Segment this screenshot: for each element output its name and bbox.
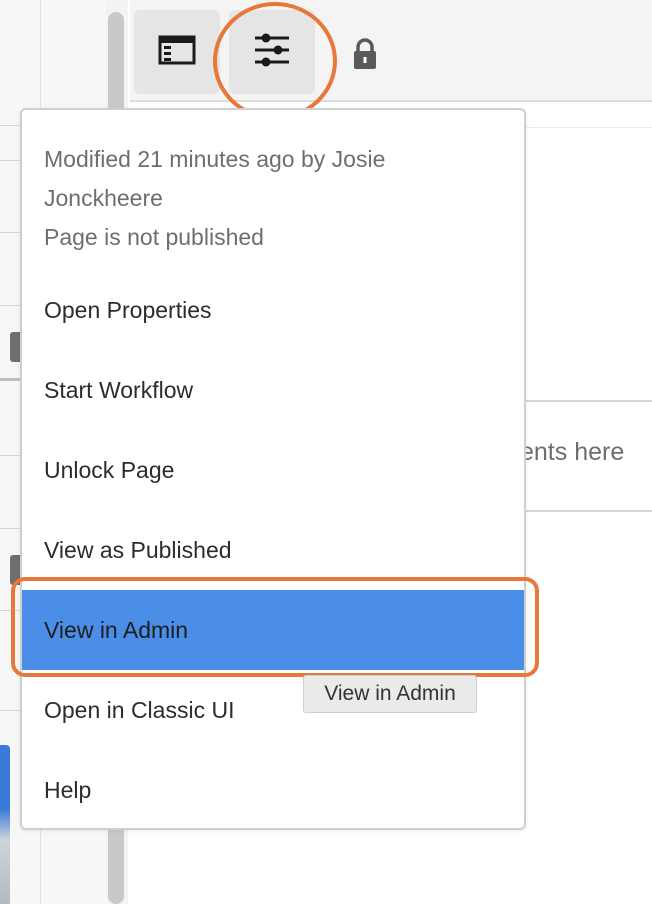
placeholder-text: ents here bbox=[520, 438, 625, 466]
lock-button[interactable] bbox=[350, 36, 380, 76]
asset-thumbnail[interactable] bbox=[0, 745, 10, 904]
menu-item-view-as-published[interactable]: View as Published bbox=[44, 536, 232, 563]
menu-item-open-in-classic-ui[interactable]: Open in Classic UI bbox=[44, 696, 235, 723]
publish-status: Page is not published bbox=[44, 224, 264, 250]
panel-toggle-icon bbox=[158, 35, 196, 70]
menu-item-start-workflow[interactable]: Start Workflow bbox=[44, 376, 194, 403]
menu-item-help[interactable]: Help bbox=[44, 776, 92, 803]
toggle-side-panel-button[interactable] bbox=[134, 10, 220, 94]
modified-info-author: Jonckheere bbox=[44, 185, 163, 211]
page-information-button[interactable] bbox=[229, 10, 315, 94]
content-divider bbox=[520, 127, 652, 128]
page-status-info: Modified 21 minutes ago by Josie Jonckhe… bbox=[44, 140, 464, 257]
page-information-popover: Modified 21 minutes ago by Josie Jonckhe… bbox=[20, 108, 526, 830]
modified-info-line: Modified 21 minutes ago by Josie bbox=[44, 146, 386, 172]
editor-toolbar bbox=[130, 0, 652, 102]
drag-components-placeholder[interactable]: ents here bbox=[520, 400, 652, 512]
menu-item-open-properties[interactable]: Open Properties bbox=[44, 296, 212, 323]
menu-item-unlock-page[interactable]: Unlock Page bbox=[44, 456, 175, 483]
tooltip: View in Admin bbox=[303, 675, 477, 713]
sliders-icon bbox=[253, 33, 291, 72]
lock-icon bbox=[352, 37, 378, 75]
menu-item-view-in-admin[interactable]: View in Admin bbox=[22, 590, 524, 670]
